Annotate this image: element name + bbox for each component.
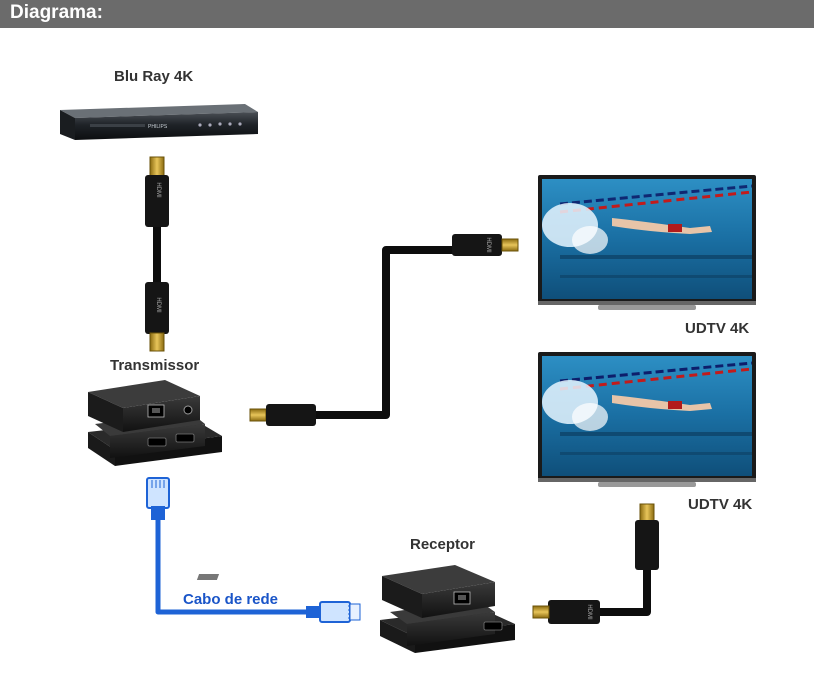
header-bar: Diagrama: <box>0 0 814 28</box>
transmitter-label: Transmissor <box>110 357 200 374</box>
hdmi-mark-3: HDMI <box>485 237 491 253</box>
hdmi-mark-2: HDMI <box>155 297 161 313</box>
receiver-label: Receptor <box>410 536 476 553</box>
hdmi-mark-1: HDMI <box>155 182 161 198</box>
bluray-player: PHILIPS <box>60 104 258 140</box>
bluray-label: Blu Ray 4K <box>114 68 194 85</box>
network-cable <box>146 477 361 623</box>
diagram-title: Diagrama: <box>10 2 103 23</box>
hdmi-cable-tv-bottom: HDMI <box>532 503 659 624</box>
hdmi-cable-bluray: HDMI HDMI <box>145 156 169 352</box>
tv-top-label: UDTV 4K <box>685 320 750 337</box>
network-cable-label: Cabo de rede <box>183 591 279 608</box>
hdmi-mark-4: HDMI <box>586 604 592 620</box>
tv-bottom <box>538 352 756 487</box>
hdmi-cable-tv-top: HDMI <box>249 234 519 426</box>
receiver-device <box>196 565 515 653</box>
transmitter-device <box>88 380 222 466</box>
tv-bottom-label: UDTV 4K <box>688 496 753 513</box>
bluray-brand-text: PHILIPS <box>148 124 168 130</box>
tv-top <box>538 175 756 310</box>
